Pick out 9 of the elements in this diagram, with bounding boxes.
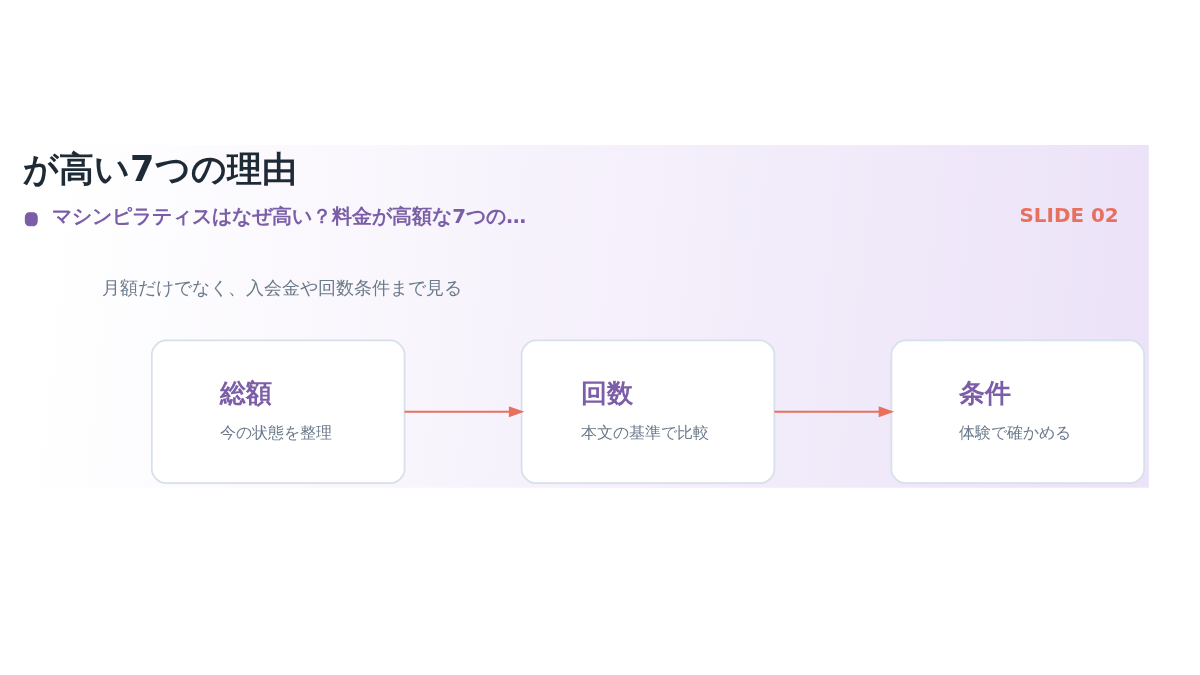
label: マシンピラティスはなぜ高い？料金が高額な7つの… (52, 204, 527, 228)
label: 月額だけでなく、入会金や回数条件まで見る (102, 278, 463, 299)
diagram-title: が高い7つの理由 (23, 148, 297, 190)
label: SLIDE 02 (1019, 204, 1119, 228)
node-box: 回数 本文の基準で比較 (520, 339, 776, 485)
node-box: 条件 体験で確かめる (890, 339, 1146, 485)
arrow (773, 406, 895, 418)
node-box: 総額 今の状態を整理 (150, 339, 406, 485)
arrow (403, 406, 525, 418)
